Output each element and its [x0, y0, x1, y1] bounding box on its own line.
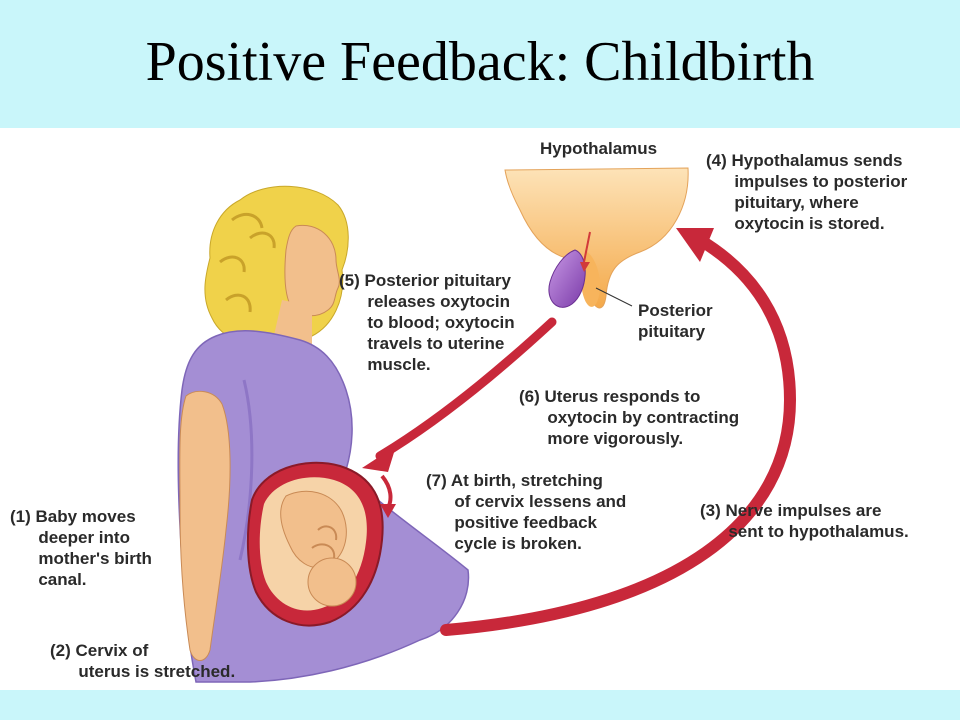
oxytocin-arrow	[375, 317, 557, 461]
title-band	[0, 0, 960, 128]
step-2-text: (2) Cervix of uterus is stretched.	[50, 641, 236, 681]
feedback-arrows	[362, 228, 797, 636]
step-6-text: (6) Uterus responds to oxytocin by contr…	[519, 387, 740, 448]
slide-title: Positive Feedback: Childbirth	[145, 31, 815, 93]
contraction-arrow	[380, 474, 393, 509]
posterior-pituitary-label: Posterior pituitary	[638, 301, 713, 341]
oxytocin-arrowhead	[362, 446, 396, 472]
step-5-text: (5) Posterior pituitary releases oxytoci…	[339, 271, 515, 374]
step-3-text: (3) Nerve impulses are sent to hypothala…	[700, 501, 909, 541]
contraction-arrowhead	[380, 504, 396, 518]
pituitary-leader-line	[595, 287, 633, 307]
step-4-text: (4) Hypothalamus sends impulses to poste…	[706, 151, 908, 233]
woman-figure	[177, 185, 470, 683]
hypothalamus-shape	[504, 167, 689, 309]
nerve-impulse-arrow	[440, 234, 797, 636]
illustration-panel	[0, 128, 960, 690]
step-1-text: (1) Baby moves deeper into mother's birt…	[10, 507, 152, 589]
bottom-band	[0, 690, 960, 720]
posterior-pituitary-shape	[548, 231, 591, 308]
nerve-impulse-arrowhead	[676, 228, 714, 262]
hypothalamus-label: Hypothalamus	[540, 139, 658, 158]
step-7-text: (7) At birth, stretching of cervix lesse…	[426, 471, 627, 553]
